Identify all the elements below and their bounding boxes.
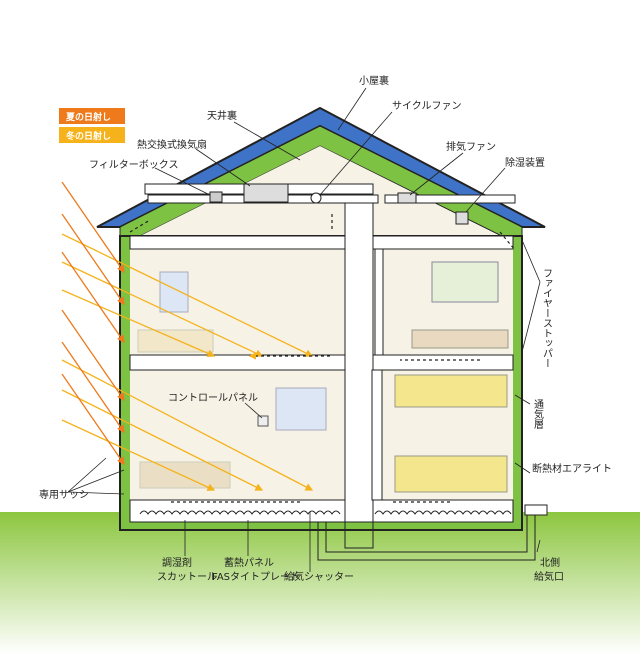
kitchen-cabinet-upper xyxy=(394,374,508,408)
legend-winter-swatch xyxy=(59,127,125,143)
lower-window xyxy=(275,387,327,431)
airflow-arrows xyxy=(129,214,516,503)
label-vent-layer: 通気層 xyxy=(532,399,544,429)
label-cycle-fan: サイクルファン xyxy=(392,100,462,112)
label-control-panel: コントロールパネル xyxy=(168,392,258,404)
legend-summer-swatch xyxy=(59,108,125,124)
label-filter-box: フィルターボックス xyxy=(89,159,179,171)
label-sash: 専用サッシ xyxy=(39,489,89,501)
underground-pipe xyxy=(317,504,548,561)
exhaust-fan-unit xyxy=(397,192,417,204)
label-ceiling-space: 天井裏 xyxy=(207,109,237,122)
legend: 夏の日射し 冬の日射し xyxy=(59,108,125,143)
label-thermal-panel-2: FASタイトプレート xyxy=(212,571,300,583)
legend-winter-label: 冬の日射し xyxy=(66,130,111,142)
bed xyxy=(411,329,509,349)
sofa-lower xyxy=(139,461,231,489)
label-thermal-panel-1: 蓄熱パネル xyxy=(224,556,274,569)
filter-box-unit xyxy=(209,191,223,203)
sofa-upper xyxy=(137,329,214,353)
label-dehumidifier: 除湿装置 xyxy=(505,156,545,169)
control-panel-unit xyxy=(257,415,269,427)
bedroom-window xyxy=(431,261,499,303)
dehumidifier-unit xyxy=(455,211,469,225)
roof xyxy=(96,106,546,247)
label-humidity-agent-1: 調湿剤 xyxy=(162,556,192,569)
label-north-intake-1: 北側 xyxy=(540,556,560,569)
label-heat-exchanger: 熱交換式換気扇 xyxy=(137,138,207,151)
label-supply-shutter: 給気シャッター xyxy=(284,570,354,583)
label-insulation: 断熱材エアライト xyxy=(532,462,612,475)
sunlight-rays xyxy=(61,181,314,491)
label-fire-stopper: ファイヤーストッパー xyxy=(541,268,553,368)
leader-lines xyxy=(67,87,541,572)
attic-duct xyxy=(144,183,516,225)
upper-left-window xyxy=(159,271,189,313)
heat-exchanger-unit xyxy=(243,183,289,203)
ground xyxy=(0,512,640,654)
label-attic: 小屋裏 xyxy=(359,74,389,87)
kitchen-cabinet-lower xyxy=(394,455,508,493)
label-exhaust-fan: 排気ファン xyxy=(446,140,496,153)
cycle-fan-unit xyxy=(310,192,322,204)
legend-summer-label: 夏の日射し xyxy=(65,111,111,123)
label-north-intake-2: 給気口 xyxy=(534,570,564,583)
label-humidity-agent-2: スカットール xyxy=(157,571,217,583)
labels: 小屋裏 天井裏 サイクルファン 熱交換式換気扇 排気ファン フィルターボックス … xyxy=(39,74,612,583)
